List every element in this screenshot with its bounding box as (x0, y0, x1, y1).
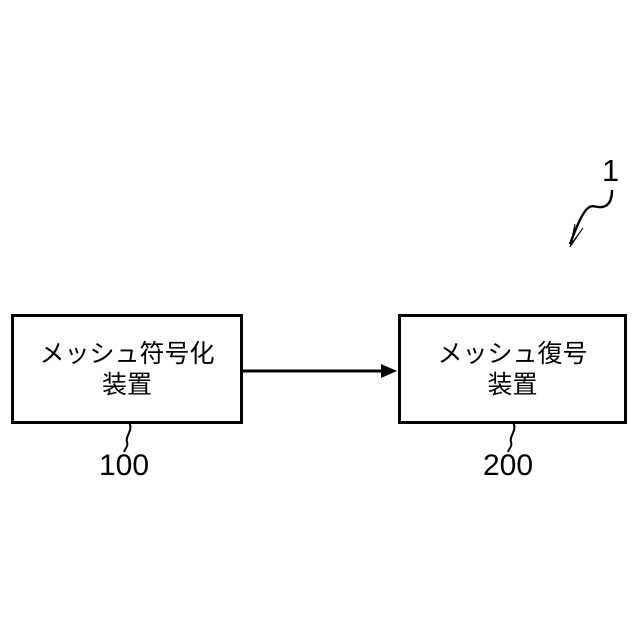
leader-arrow-curve (568, 189, 614, 245)
leader-arrow-system-1 (568, 189, 614, 248)
block-label-line-1: メッシュ符号化 (39, 339, 215, 368)
reference-numeral-100: 100 (99, 449, 150, 482)
leader-line-200 (507, 422, 516, 453)
leader-line-100 (123, 422, 132, 453)
reference-numeral-system-1: 1 (602, 153, 620, 188)
block-label-line-1: メッシュ復号 (437, 339, 588, 368)
leader-arrowhead (569, 223, 584, 248)
connector-arrowhead (381, 364, 397, 378)
block-mesh-encoding-device: メッシュ符号化 装置 (11, 314, 243, 424)
connector-arrow-encoder-to-decoder (243, 364, 397, 378)
block-label-line-2: 装置 (487, 370, 538, 399)
block-label-line-2: 装置 (101, 370, 152, 399)
reference-numeral-200: 200 (483, 449, 534, 482)
block-mesh-decoding-device: メッシュ復号 装置 (398, 314, 627, 424)
